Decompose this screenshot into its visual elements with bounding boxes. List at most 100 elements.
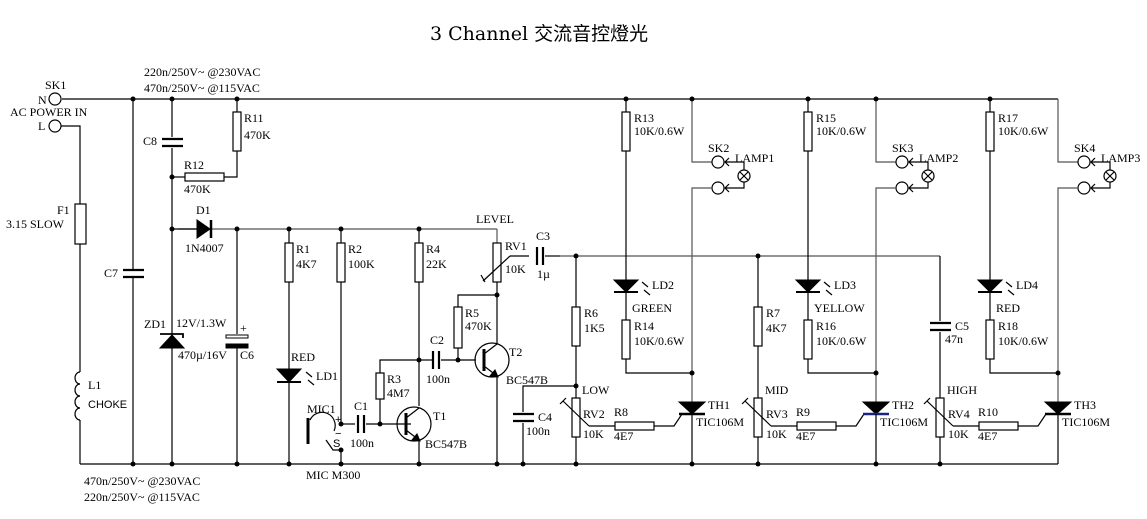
rv2-label: LOW bbox=[582, 383, 610, 397]
r2-ref: R2 bbox=[348, 242, 362, 256]
led-ld2 bbox=[612, 279, 640, 293]
power-input-sk1: SK1 N AC POWER IN L F1 3.15 SLOW L1 CHOK… bbox=[6, 78, 127, 464]
r5-ref: R5 bbox=[465, 306, 479, 320]
n-label: N bbox=[38, 93, 47, 107]
junction-dot bbox=[416, 226, 422, 232]
t2-ref: T2 bbox=[509, 345, 522, 359]
channel-2: R1510K/0.6WLD3YELLOWR1610K/0.6WSK3LAMP2T… bbox=[794, 99, 958, 464]
sk1-label: SK1 bbox=[45, 78, 66, 92]
socket-ref: SK3 bbox=[892, 141, 913, 155]
r8-ref: R8 bbox=[614, 405, 628, 419]
r3-ref: R3 bbox=[387, 372, 401, 386]
c8-ref: C8 bbox=[143, 134, 157, 148]
c2-value: 100n bbox=[426, 372, 450, 386]
junction-dot bbox=[689, 370, 695, 376]
lamp-ref: LAMP2 bbox=[919, 151, 958, 165]
potentiometer-rv4[interactable]: HIGH RV4 10K bbox=[923, 383, 979, 464]
junction-dot bbox=[689, 96, 695, 102]
d1-ref: D1 bbox=[196, 203, 211, 217]
note-top-2: 470n/250V~ @115VAC bbox=[144, 81, 260, 95]
junction-dot bbox=[494, 461, 500, 467]
fuse-f1 bbox=[74, 203, 87, 245]
resistor-r7: R7 4K7 bbox=[753, 256, 787, 398]
ac-power-in-label: AC POWER IN bbox=[10, 105, 88, 119]
r8-value: 4E7 bbox=[614, 429, 633, 443]
resistor-r5: R5 470K bbox=[453, 294, 497, 360]
junction-dot bbox=[573, 253, 579, 259]
resistor-r14 bbox=[621, 319, 631, 360]
c1-ref: C1 bbox=[354, 399, 368, 413]
junction-dot bbox=[286, 226, 292, 232]
c3-ref: C3 bbox=[536, 229, 550, 243]
junction-dot bbox=[416, 357, 422, 363]
r10-ref: R10 bbox=[978, 405, 998, 419]
mic1-model: MIC M300 bbox=[306, 468, 360, 482]
thyristor-th2 bbox=[861, 401, 891, 415]
junction-dot bbox=[873, 461, 879, 467]
socket-sk3-a bbox=[895, 155, 909, 169]
potentiometer-rv2[interactable]: LOW RV2 10K bbox=[559, 383, 615, 464]
rv4-ref: RV4 bbox=[948, 407, 970, 421]
c2-ref: C2 bbox=[430, 333, 444, 347]
res-top-ref: R15 bbox=[816, 111, 836, 125]
junction-dot bbox=[520, 461, 526, 467]
transistor-t1: T1 BC547B bbox=[396, 406, 467, 464]
led-ref: LD3 bbox=[834, 278, 856, 292]
junction-dot bbox=[873, 370, 879, 376]
terminal-l bbox=[48, 119, 62, 133]
junction-dot bbox=[169, 461, 175, 467]
res-top-value: 10K/0.6W bbox=[998, 124, 1049, 138]
ld1-ref: LD1 bbox=[316, 369, 338, 383]
junction-dot bbox=[755, 253, 761, 259]
res-top-ref: R13 bbox=[634, 111, 654, 125]
junction-dot bbox=[234, 461, 240, 467]
r9-ref: R9 bbox=[796, 405, 810, 419]
transistor-t2: T2 BC547B bbox=[474, 295, 548, 464]
junction-dot bbox=[169, 96, 175, 102]
junction-dot bbox=[805, 96, 811, 102]
output-channels: R1310K/0.6WLD2GREENR1410K/0.6WSK2LAMP1TH… bbox=[612, 99, 1140, 464]
junction-dot bbox=[338, 461, 344, 467]
r4-ref: R4 bbox=[426, 242, 440, 256]
thyristor-th3 bbox=[1043, 401, 1073, 415]
t2-value: BC547B bbox=[506, 373, 548, 387]
junction-dot bbox=[689, 461, 695, 467]
potentiometer-rv3[interactable]: MID RV3 10K bbox=[741, 383, 797, 464]
capacitor-c6: + 470µ/16V C6 bbox=[178, 229, 254, 464]
c4-ref: C4 bbox=[538, 410, 552, 424]
c1-value: 100n bbox=[350, 436, 374, 450]
r12-ref: R12 bbox=[184, 158, 204, 172]
r6-ref: R6 bbox=[584, 306, 598, 320]
r3-value: 4M7 bbox=[387, 386, 410, 400]
junction-dot bbox=[987, 96, 993, 102]
rv3-label: MID bbox=[765, 383, 789, 397]
rv1-label: LEVEL bbox=[476, 212, 514, 226]
junction-dot bbox=[573, 461, 579, 467]
thyristor-value: TIC106M bbox=[880, 415, 928, 429]
note-top-1: 220n/250V~ @230VAC bbox=[144, 65, 260, 79]
l-label: L bbox=[38, 119, 45, 133]
capacitor-c2: C2 100n bbox=[419, 333, 476, 386]
resistor-r13 bbox=[621, 111, 631, 152]
zd1-value: 12V/1.3W bbox=[176, 316, 227, 330]
socket-sk4-b bbox=[1077, 181, 1091, 195]
led-ref: LD4 bbox=[1016, 278, 1038, 292]
resistor-r9: R9 4E7 bbox=[796, 405, 865, 443]
ld1-color: RED bbox=[291, 350, 315, 364]
terminal-n bbox=[48, 92, 62, 106]
socket-sk3-b bbox=[895, 181, 909, 195]
junction-dot bbox=[494, 292, 500, 298]
rv3-ref: RV3 bbox=[766, 407, 788, 421]
r7-value: 4K7 bbox=[766, 321, 787, 335]
c6-ref: C6 bbox=[240, 348, 254, 362]
led-color: GREEN bbox=[632, 301, 672, 315]
zener-zd1: ZD1 12V/1.3W bbox=[144, 316, 227, 349]
led-ld1: RED LD1 bbox=[275, 350, 338, 386]
res-top-ref: R17 bbox=[998, 111, 1018, 125]
potentiometer-rv1[interactable]: LEVEL RV1 10K bbox=[476, 212, 529, 295]
junction-dot bbox=[1055, 370, 1061, 376]
junction-dot bbox=[755, 461, 761, 467]
mic1-ref: MIC1 bbox=[307, 402, 336, 416]
lamp-ref: LAMP3 bbox=[1101, 151, 1140, 165]
